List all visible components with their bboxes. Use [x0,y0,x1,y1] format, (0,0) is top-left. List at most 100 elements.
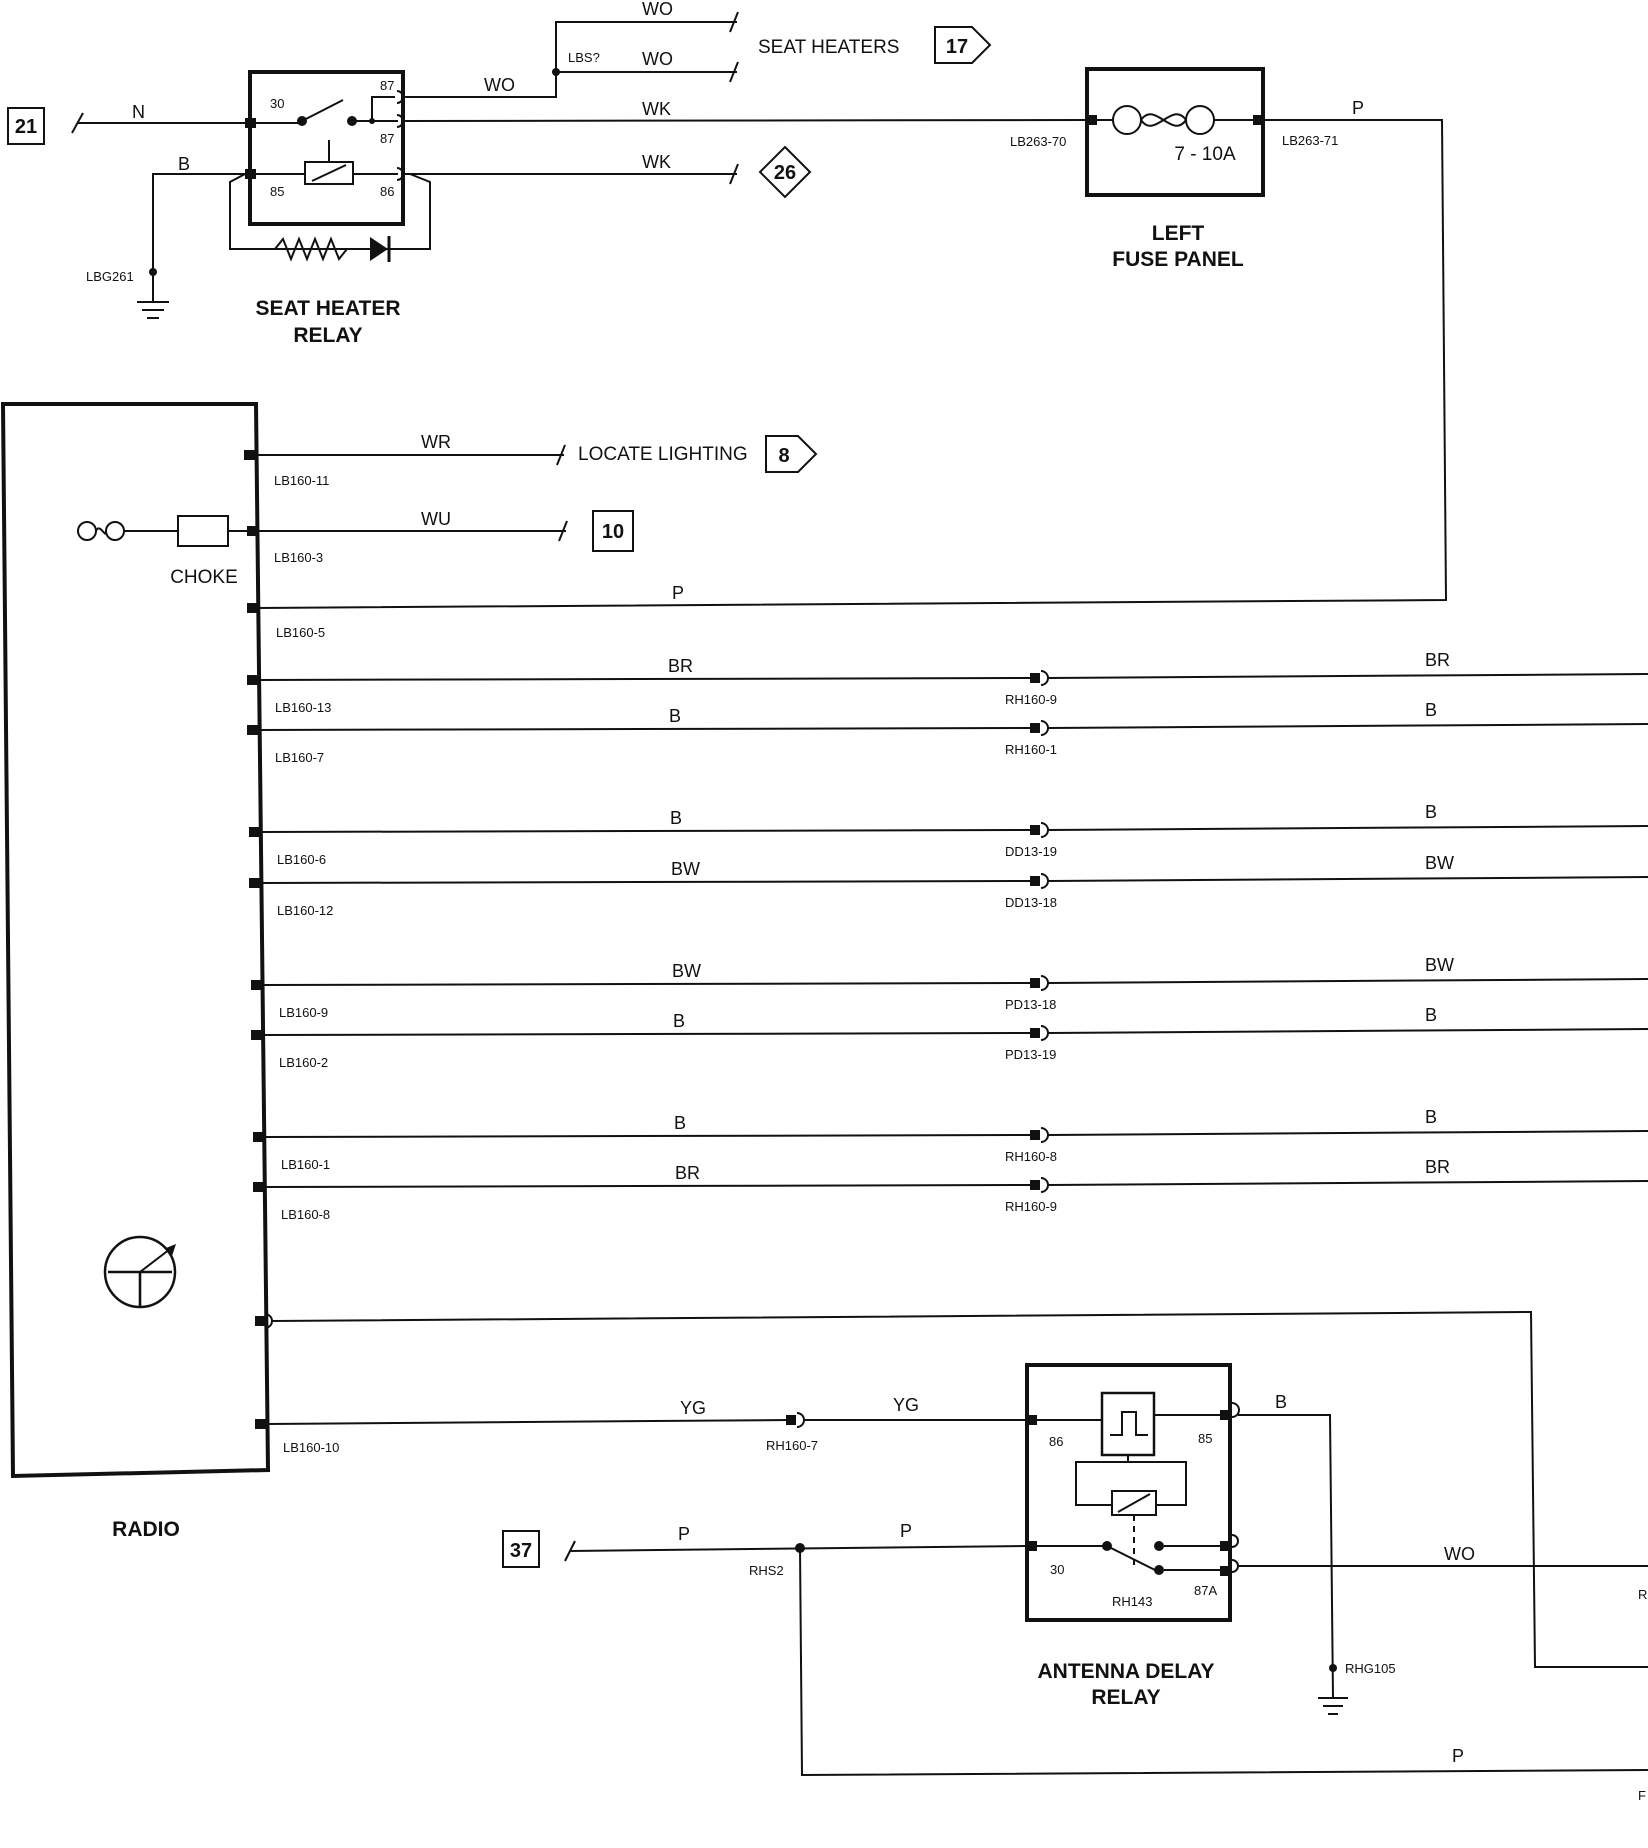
pin-86-label: 86 [380,184,394,199]
wire-right-color-9: B [1425,1107,1437,1127]
wire-left-10 [264,1184,1033,1188]
wire-left-7 [262,982,1033,986]
pin-87a-label: 87A [1194,1583,1217,1598]
rhg105-label: RHG105 [1345,1661,1396,1676]
seat-heater-relay-title: SEAT HEATER [255,297,400,320]
ground-ref-label: LBG261 [86,269,134,284]
pin-30-label: 30 [270,96,284,111]
wire-color-9: B [674,1113,686,1133]
pin-86-label-ant: 86 [1049,1434,1063,1449]
wire-right-10 [1047,1180,1648,1186]
fuse-wire-p: P [1352,98,1364,118]
ant-wire-wo: WO [1444,1544,1475,1564]
conn-mid-9: RH160-8 [1005,1149,1057,1164]
wire-wr-label: WR [421,432,451,452]
inline-arc-4 [1040,720,1049,736]
edge-label-r: R [1638,1587,1647,1602]
wire-color-10: BR [675,1163,700,1183]
seat-heaters-label: SEAT HEATERS [758,37,899,58]
inline-arc-8 [1040,1025,1049,1041]
conn-left-10: LB160-8 [281,1207,330,1222]
wire-yg-label: YG [680,1398,706,1418]
inline-conn-10 [1030,1180,1040,1190]
wire-color-6: BW [671,859,700,879]
antenna-relay-title-2: RELAY [1091,1686,1160,1709]
conn-mid-5: DD13-19 [1005,844,1057,859]
conn-mid-4: RH160-1 [1005,742,1057,757]
radio-pin-8 [251,1030,263,1040]
pin-30-label-ant: 30 [1050,1562,1064,1577]
conn-left-5: LB160-6 [277,852,326,867]
antenna-delay-relay: 86 85 30 87A RH143 ANTENNA DELAY RELAY [1025,1363,1240,1709]
antenna-relay-title: ANTENNA DELAY [1038,1660,1215,1683]
seat-heater-relay: 30 87 87 85 86 LBG261 SEAT HEATER RELAY [71,70,431,347]
ref-17-label: 17 [946,36,968,58]
wire-right-7 [1047,978,1648,984]
conn-mid-8: PD13-19 [1005,1047,1056,1062]
fuse-conn-in: LB263-70 [1010,134,1066,149]
through-wires: BRLB160-13RH160-9BRBLB160-7RH160-1BBLB16… [247,650,1648,1222]
inline-arc-6 [1040,873,1049,889]
wire-n-label: N [132,102,145,122]
conn-lb160-11: LB160-11 [274,473,329,488]
wire-right-9 [1047,1130,1648,1136]
wire-right-8 [1047,1028,1648,1034]
ant-wire-p-1: P [678,1524,690,1544]
inline-conn-9 [1030,1130,1040,1140]
pin-85-label-ant: 85 [1198,1431,1212,1446]
wire-wk-label-2: WK [642,152,671,172]
conn-rh160-7: RH160-7 [766,1438,818,1453]
conn-left-8: LB160-2 [279,1055,328,1070]
conn-lb160-3: LB160-3 [274,550,323,565]
inline-conn-3 [1030,673,1040,683]
wire-wo-label-3: WO [642,49,673,69]
seat-heater-relay-title-2: RELAY [293,324,362,347]
radio-pin-9 [253,1132,265,1142]
conn-mid-3: RH160-9 [1005,692,1057,707]
ref-37-box [502,1530,540,1568]
through-wire-9: B LB160-1 RH160-8 B [253,1107,1648,1172]
ant-wire-b: B [1275,1392,1287,1412]
radio-pin-5 [249,827,261,837]
ref-21-label: 21 [15,116,37,138]
radio-pin-10 [253,1182,265,1192]
conn-mid-7: PD13-18 [1005,997,1056,1012]
wire-right-color-3: BR [1425,650,1450,670]
ref-17-arrow [934,26,992,64]
wire-color-4: B [669,706,681,726]
conn-left-9: LB160-1 [281,1157,330,1172]
inline-conn-8 [1030,1028,1040,1038]
wire-right-color-8: B [1425,1005,1437,1025]
ref-10-label: 10 [602,521,624,543]
ref-26-label: 26 [774,162,796,184]
ref-8-label: 8 [778,445,789,467]
ant-wire-p-2: P [900,1521,912,1541]
wire-color-7: BW [672,961,701,981]
conn-lb160-10: LB160-10 [283,1440,339,1455]
ref-26-diamond [758,145,812,199]
wire-color-3: BR [668,656,693,676]
conn-lb160-5: LB160-5 [276,625,325,640]
inline-conn-4 [1030,723,1040,733]
conn-mid-10: RH160-9 [1005,1199,1057,1214]
ref-37-label: 37 [510,1540,532,1562]
inline-conn-6 [1030,876,1040,886]
conn-left-7: LB160-9 [279,1005,328,1020]
inline-conn-5 [1030,825,1040,835]
fuse-panel-title-2: FUSE PANEL [1112,248,1244,271]
radio-pin-3 [247,675,259,685]
wire-left-8 [262,1032,1033,1036]
wire-left-4 [258,727,1033,731]
splice-rhs2-label: RHS2 [749,1563,784,1578]
wire-wo-label-2: WO [642,0,673,19]
wire-right-6 [1047,876,1648,882]
inline-arc-9 [1040,1127,1049,1143]
splice-lbs-label: LBS? [568,50,600,65]
conn-left-4: LB160-7 [275,750,324,765]
wire-left-9 [264,1134,1033,1138]
ref-21-box [7,107,45,145]
